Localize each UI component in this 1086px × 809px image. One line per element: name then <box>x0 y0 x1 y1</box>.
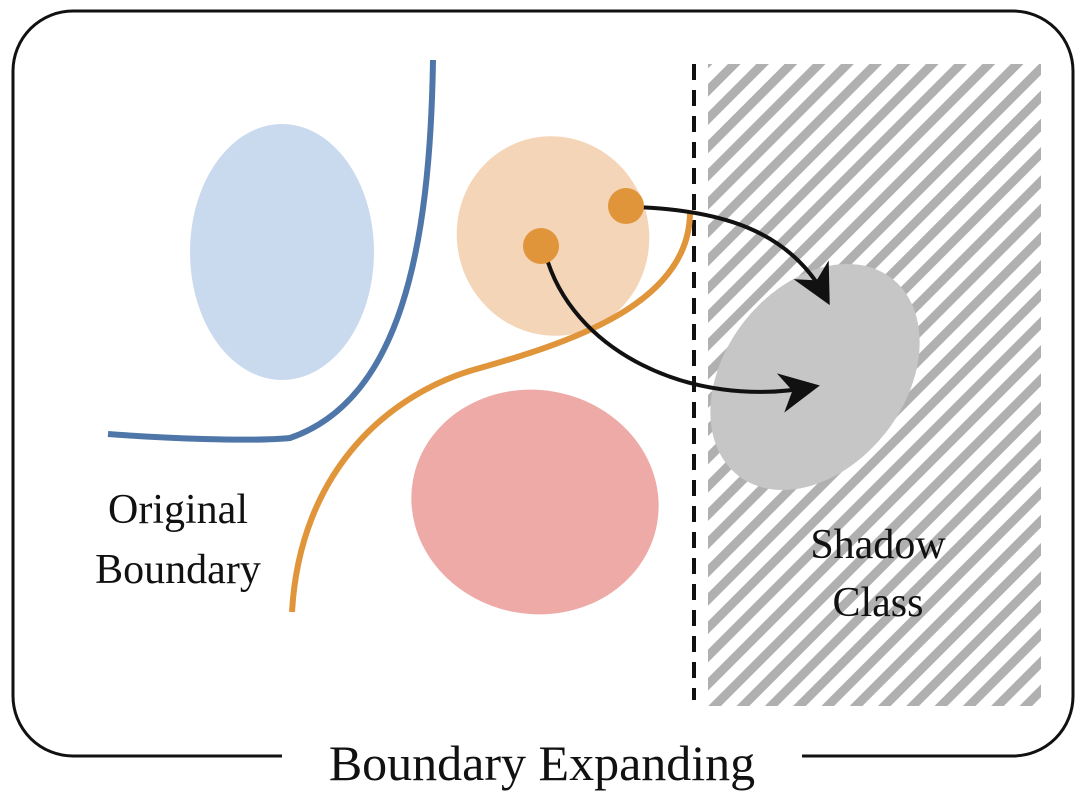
arrow-upper <box>633 205 830 306</box>
original-boundary-curve <box>107 59 436 443</box>
shadow-class-label-line1: Shadow <box>810 522 946 568</box>
orange-point-lower <box>523 228 559 264</box>
original-boundary-label-line2: Boundary <box>95 547 261 593</box>
expanded-boundary-curve <box>289 211 693 613</box>
arrow-lower <box>543 251 820 413</box>
blue-cluster <box>190 124 374 380</box>
caption-title: Boundary Expanding <box>329 735 755 791</box>
orange-point-upper <box>608 188 644 224</box>
original-boundary-label-line1: Original <box>108 487 248 533</box>
red-cluster <box>411 389 659 615</box>
shadow-class-label-line2: Class <box>832 580 923 626</box>
caption-box <box>282 714 802 806</box>
